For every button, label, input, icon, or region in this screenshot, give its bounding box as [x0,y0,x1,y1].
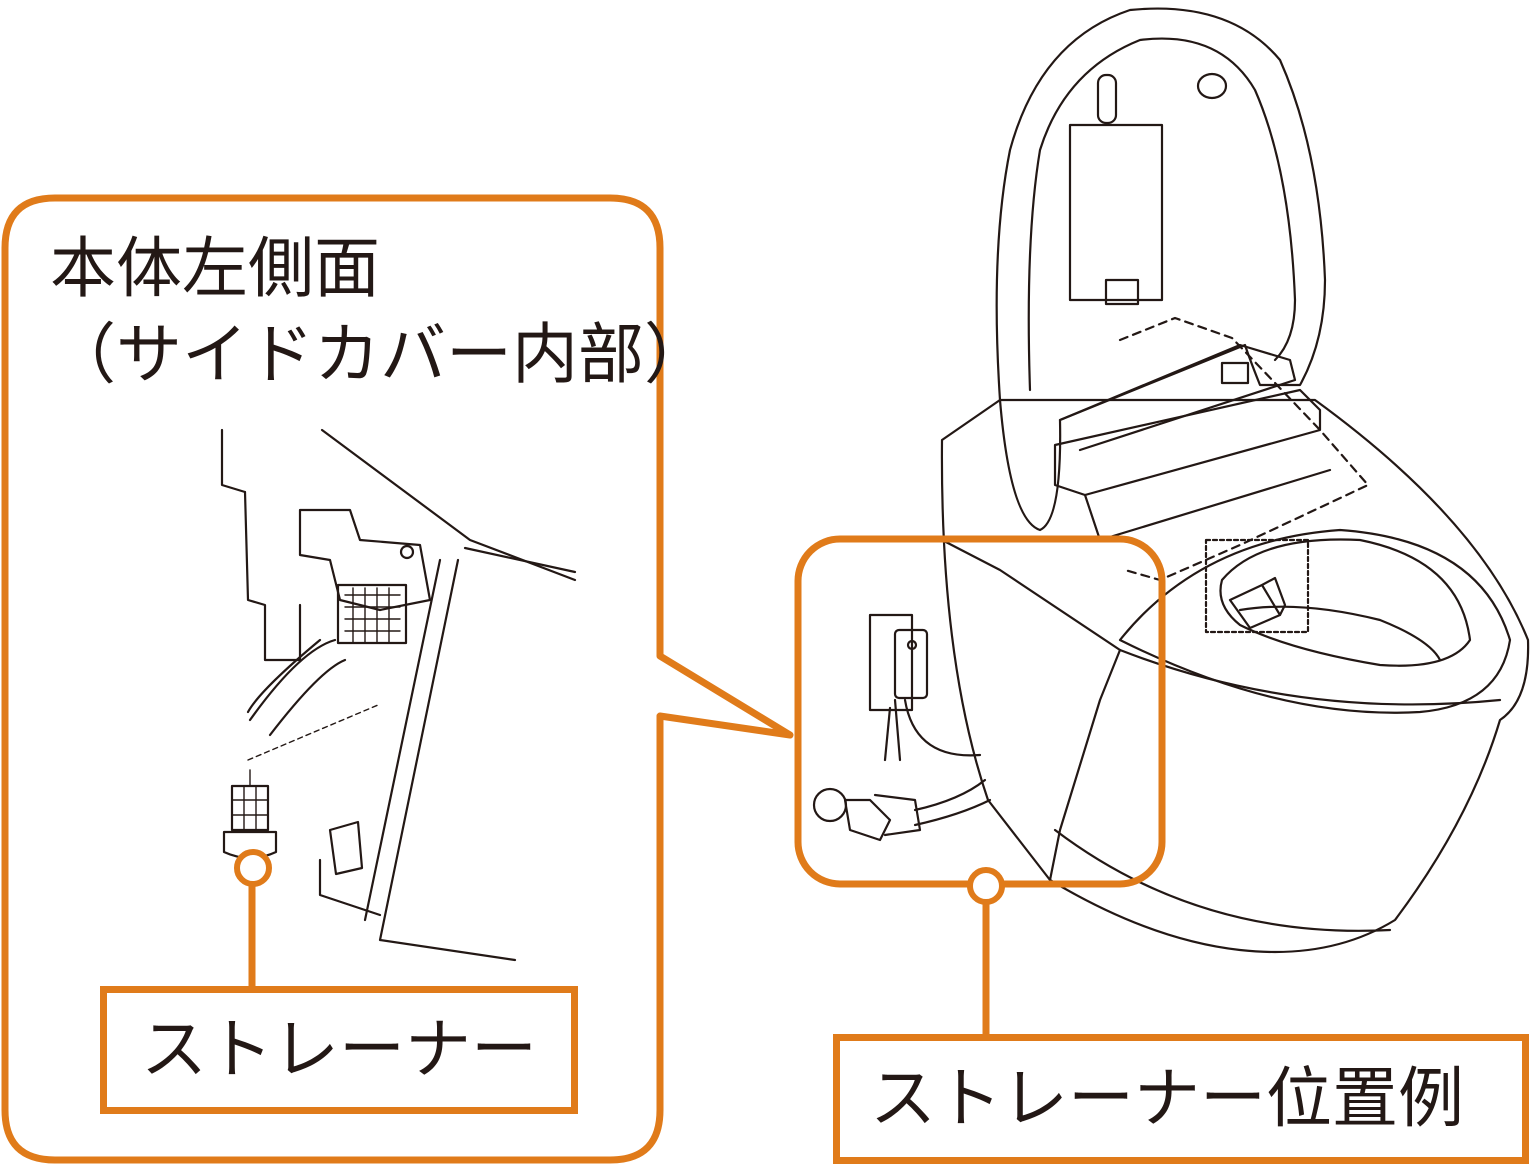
stop-valve [843,798,892,842]
cover-panel-edge-2 [463,546,577,574]
callout-balloon [1,194,794,1164]
frame-slot [328,820,364,876]
supply-hose [913,778,992,827]
callout-title: 本体左側面 [50,230,380,307]
stop-valve-flange [812,787,848,823]
frame-vertical [378,558,517,962]
cover-panel-top [220,428,247,494]
hinge-button [1220,361,1250,385]
plug-cord [893,698,982,762]
strainer-grid [344,587,401,643]
strainer-leader-dot [234,849,272,887]
lid-panel [1068,123,1164,302]
plug-body [893,628,929,700]
cover-panel-edge [320,428,577,582]
nozzle [1228,576,1287,630]
hose-outer [246,638,322,714]
callout-subtitle: （サイドカバー内部） [50,316,710,393]
stop-valve-handle [873,793,922,837]
toilet-bowl-opening [1219,538,1472,667]
hose [248,638,347,737]
frame-left [243,490,302,662]
toilet-illustration [940,7,1530,954]
toilet-dashed-seat [1118,316,1370,582]
frame-bottom [318,858,382,917]
toilet-lid-inner [1027,37,1297,392]
frame-inner [363,558,442,922]
lid-panel-tab [1104,278,1140,306]
strainer-part [222,784,278,860]
toilet-base [1053,828,1392,932]
toilet-lid-outer [995,7,1327,532]
strainer-label-text: ストレーナー [141,1011,537,1088]
strainer-housing [336,583,408,645]
strainer-position-label: ストレーナー位置例 [833,1034,1529,1164]
plug-tail [883,706,892,762]
supply-fixtures [812,613,992,842]
toilet-body-top-edge [940,538,1122,652]
position-leader-dot [967,867,1005,905]
toilet-seat-deck-front [1083,468,1332,542]
strainer-position-label-text: ストレーナー位置例 [870,1060,1464,1137]
outlet-plate [868,613,914,712]
toilet-bowl-outer [940,398,1530,954]
valve-screw [399,544,415,560]
lid-knob-right [1196,72,1228,100]
strainer-label: ストレーナー [100,986,578,1114]
toilet-hinge [1058,343,1297,452]
toilet-bowl-inner [1238,605,1442,662]
toilet-side-panel [1048,648,1122,882]
guide-dashed [247,704,379,761]
lid-knob-left [1096,73,1118,125]
toilet-front-panel [1118,648,1502,706]
toilet-bowl-rim [1118,528,1512,714]
fixture-highlight-box [794,535,1166,888]
side-cover-interior [220,428,577,962]
nozzle-dashed-box [1204,538,1310,634]
